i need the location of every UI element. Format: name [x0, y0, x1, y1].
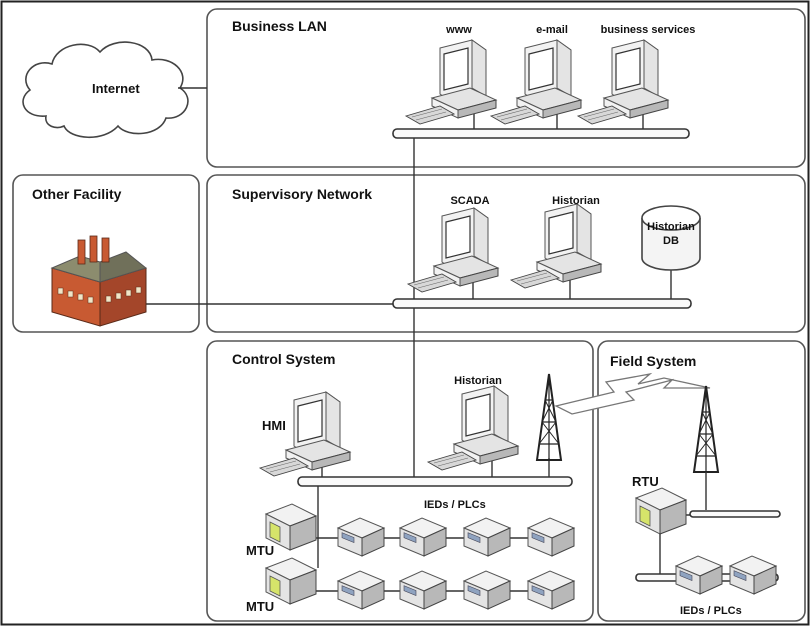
hmi-label: HMI	[262, 418, 286, 433]
control-system-bus	[297, 476, 573, 487]
rtu-label: RTU	[632, 474, 659, 489]
historian-db-label-line1: Historian	[647, 221, 695, 233]
mtu-label-1: MTU	[246, 543, 274, 558]
business-services-label: business services	[601, 24, 696, 36]
database-icon	[641, 205, 701, 271]
supervisory-network-title: Supervisory Network	[232, 186, 372, 202]
other-facility-title: Other Facility	[32, 186, 122, 202]
business-lan-bus	[392, 128, 690, 139]
field-system-title: Field System	[610, 353, 696, 369]
historian-db-label-line2: DB	[663, 235, 679, 247]
historian-control-label: Historian	[454, 375, 502, 387]
ieds-plcs-control-label: IEDs / PLCs	[424, 499, 486, 511]
wireless-link-icon	[554, 372, 711, 415]
internet-label: Internet	[92, 81, 140, 96]
factory-icon	[50, 235, 148, 327]
scada-label: SCADA	[450, 195, 489, 207]
email-label: e-mail	[536, 24, 568, 36]
internet-cloud-icon	[22, 41, 189, 138]
supervisory-bus	[392, 298, 692, 309]
mtu-label-2: MTU	[246, 599, 274, 614]
business-lan-title: Business LAN	[232, 18, 327, 34]
www-label: www	[445, 24, 472, 36]
historian-label: Historian	[552, 195, 600, 207]
control-system-title: Control System	[232, 351, 335, 367]
ieds-plcs-field-label: IEDs / PLCs	[680, 605, 742, 617]
field-system-zone	[597, 340, 806, 622]
